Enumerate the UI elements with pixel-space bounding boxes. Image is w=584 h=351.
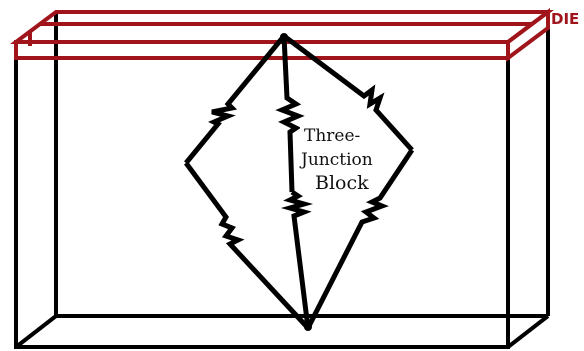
resistor-top-left <box>184 34 286 165</box>
block-label-line1: Three- <box>304 126 360 146</box>
die-front-face <box>14 40 510 60</box>
block-label-line3: Block <box>315 172 369 194</box>
resistor-network <box>183 34 415 330</box>
block-label-group: Three- Junction Block <box>299 124 378 194</box>
resistor-center-bottom <box>280 189 314 329</box>
resistor-bottom-left <box>183 161 310 330</box>
package-bottom-right-connector <box>506 314 550 349</box>
die-slab <box>10 8 554 62</box>
block-label-line2: Junction <box>299 150 373 170</box>
resistor-center-top <box>275 35 305 193</box>
die-right-face <box>506 8 550 62</box>
junction-nodes <box>280 33 312 331</box>
top-node <box>280 33 288 41</box>
bottom-node <box>304 323 312 331</box>
package-bottom-left-connector <box>14 314 58 349</box>
block-label-backdrop <box>300 124 378 194</box>
resistor-top-right <box>282 34 414 152</box>
package-front-face <box>14 56 510 349</box>
resistor-bottom-right <box>305 148 415 330</box>
die-label: DIE <box>551 10 579 28</box>
